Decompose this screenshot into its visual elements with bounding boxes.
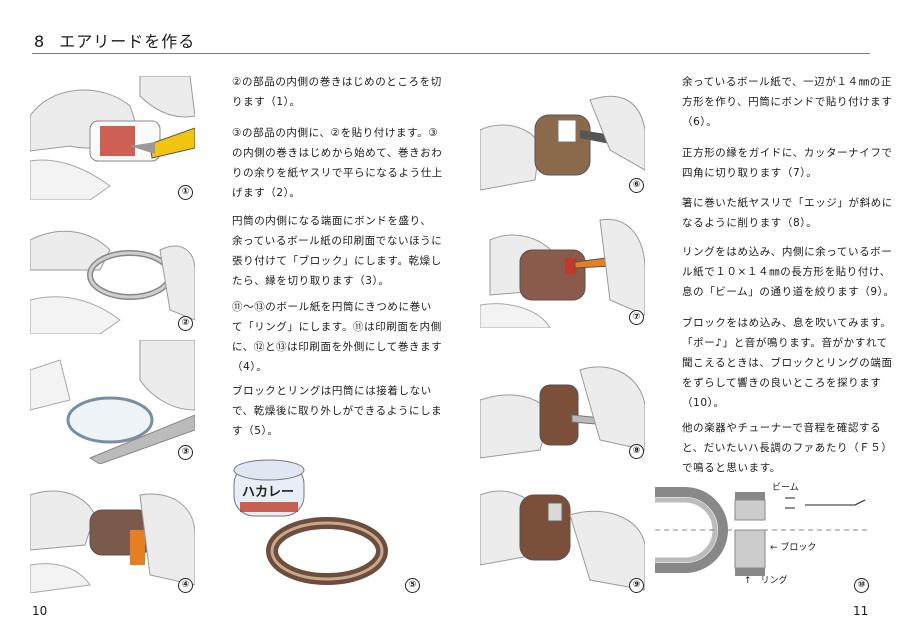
figure-label-1: ① bbox=[178, 185, 193, 200]
figure-6-illustration bbox=[480, 95, 645, 191]
figure-7-illustration bbox=[480, 218, 645, 328]
step-paragraph-5: ブロックとリングは円筒には接着しないで、乾燥後に取り外しができるようにします（5… bbox=[232, 385, 443, 437]
figure-3-illustration bbox=[30, 340, 195, 464]
ring-label: ↑ リング bbox=[744, 576, 788, 586]
figure-label-7: ⑦ bbox=[629, 310, 644, 325]
step-paragraph-6: 余っているボール紙で、一辺が１４㎜の正方形を作り、円筒にボンドで貼り付けます（6… bbox=[682, 76, 893, 128]
step-paragraph-9: リングをはめ込み、内側に余っているボール紙で１０×１４㎜の長方形を貼り付け、息の… bbox=[682, 246, 895, 298]
header-rule bbox=[32, 53, 870, 54]
figure-10-cross-section-diagram bbox=[655, 487, 870, 576]
figure-label-10: ⑩ bbox=[854, 578, 869, 593]
figure-1-illustration bbox=[30, 76, 195, 200]
figure-label-9: ⑨ bbox=[629, 578, 644, 593]
figure-label-4: ④ bbox=[178, 578, 193, 593]
figure-2-illustration bbox=[30, 230, 195, 334]
page-number-left: 10 bbox=[32, 604, 48, 618]
figure-label-6: ⑥ bbox=[629, 178, 644, 193]
figure-9-illustration bbox=[480, 490, 645, 591]
step-paragraph-1: ②の部品の内側の巻きはじめのところを切ります（1）。 bbox=[232, 76, 442, 108]
block-label: ← ブロック bbox=[770, 543, 817, 553]
figure-8-illustration bbox=[480, 366, 645, 459]
can-label-text: ハカレー bbox=[242, 485, 294, 500]
figure-label-8: ⑧ bbox=[629, 444, 644, 459]
beam-label: ビーム bbox=[772, 483, 799, 493]
step-paragraph-3: 円筒の内側になる端面にボンドを盛り、余っているボール紙の印刷面でないほうに張り付… bbox=[232, 215, 443, 287]
figure-label-3: ③ bbox=[178, 445, 193, 460]
step-paragraph-8: 箸に巻いた紙ヤスリで「エッジ」が斜めになるように削ります（8）。 bbox=[682, 197, 893, 229]
chapter-title: エアリードを作る bbox=[59, 32, 196, 51]
step-paragraph-7: 正方形の縁をガイドに、カッターナイフで四角に切り取ります（7）。 bbox=[682, 147, 893, 179]
step-paragraph-11: 他の楽器やチューナーで音程を確認すると、だいたいハ長調のファあたり（Ｆ５）で鳴る… bbox=[682, 422, 893, 474]
chapter-number: 8 bbox=[34, 32, 46, 51]
chapter-header: 8 エアリードを作る bbox=[34, 28, 195, 52]
step-paragraph-10: ブロックをはめ込み、息を吹いてみます。「ポー♪」と音が鳴ります。音がかすれて聞こ… bbox=[682, 317, 893, 409]
figure-5-illustration: ハカレー bbox=[233, 459, 388, 585]
figure-label-5: ⑤ bbox=[405, 578, 420, 593]
figure-4-illustration bbox=[30, 490, 195, 593]
page-number-right: 11 bbox=[853, 604, 869, 618]
figure-label-2: ② bbox=[178, 316, 193, 331]
step-paragraph-4: ⑪～⑬のボール紙を円筒にきつめに巻いて「リング」にします。⑪は印刷面を内側に、⑫… bbox=[232, 301, 443, 373]
